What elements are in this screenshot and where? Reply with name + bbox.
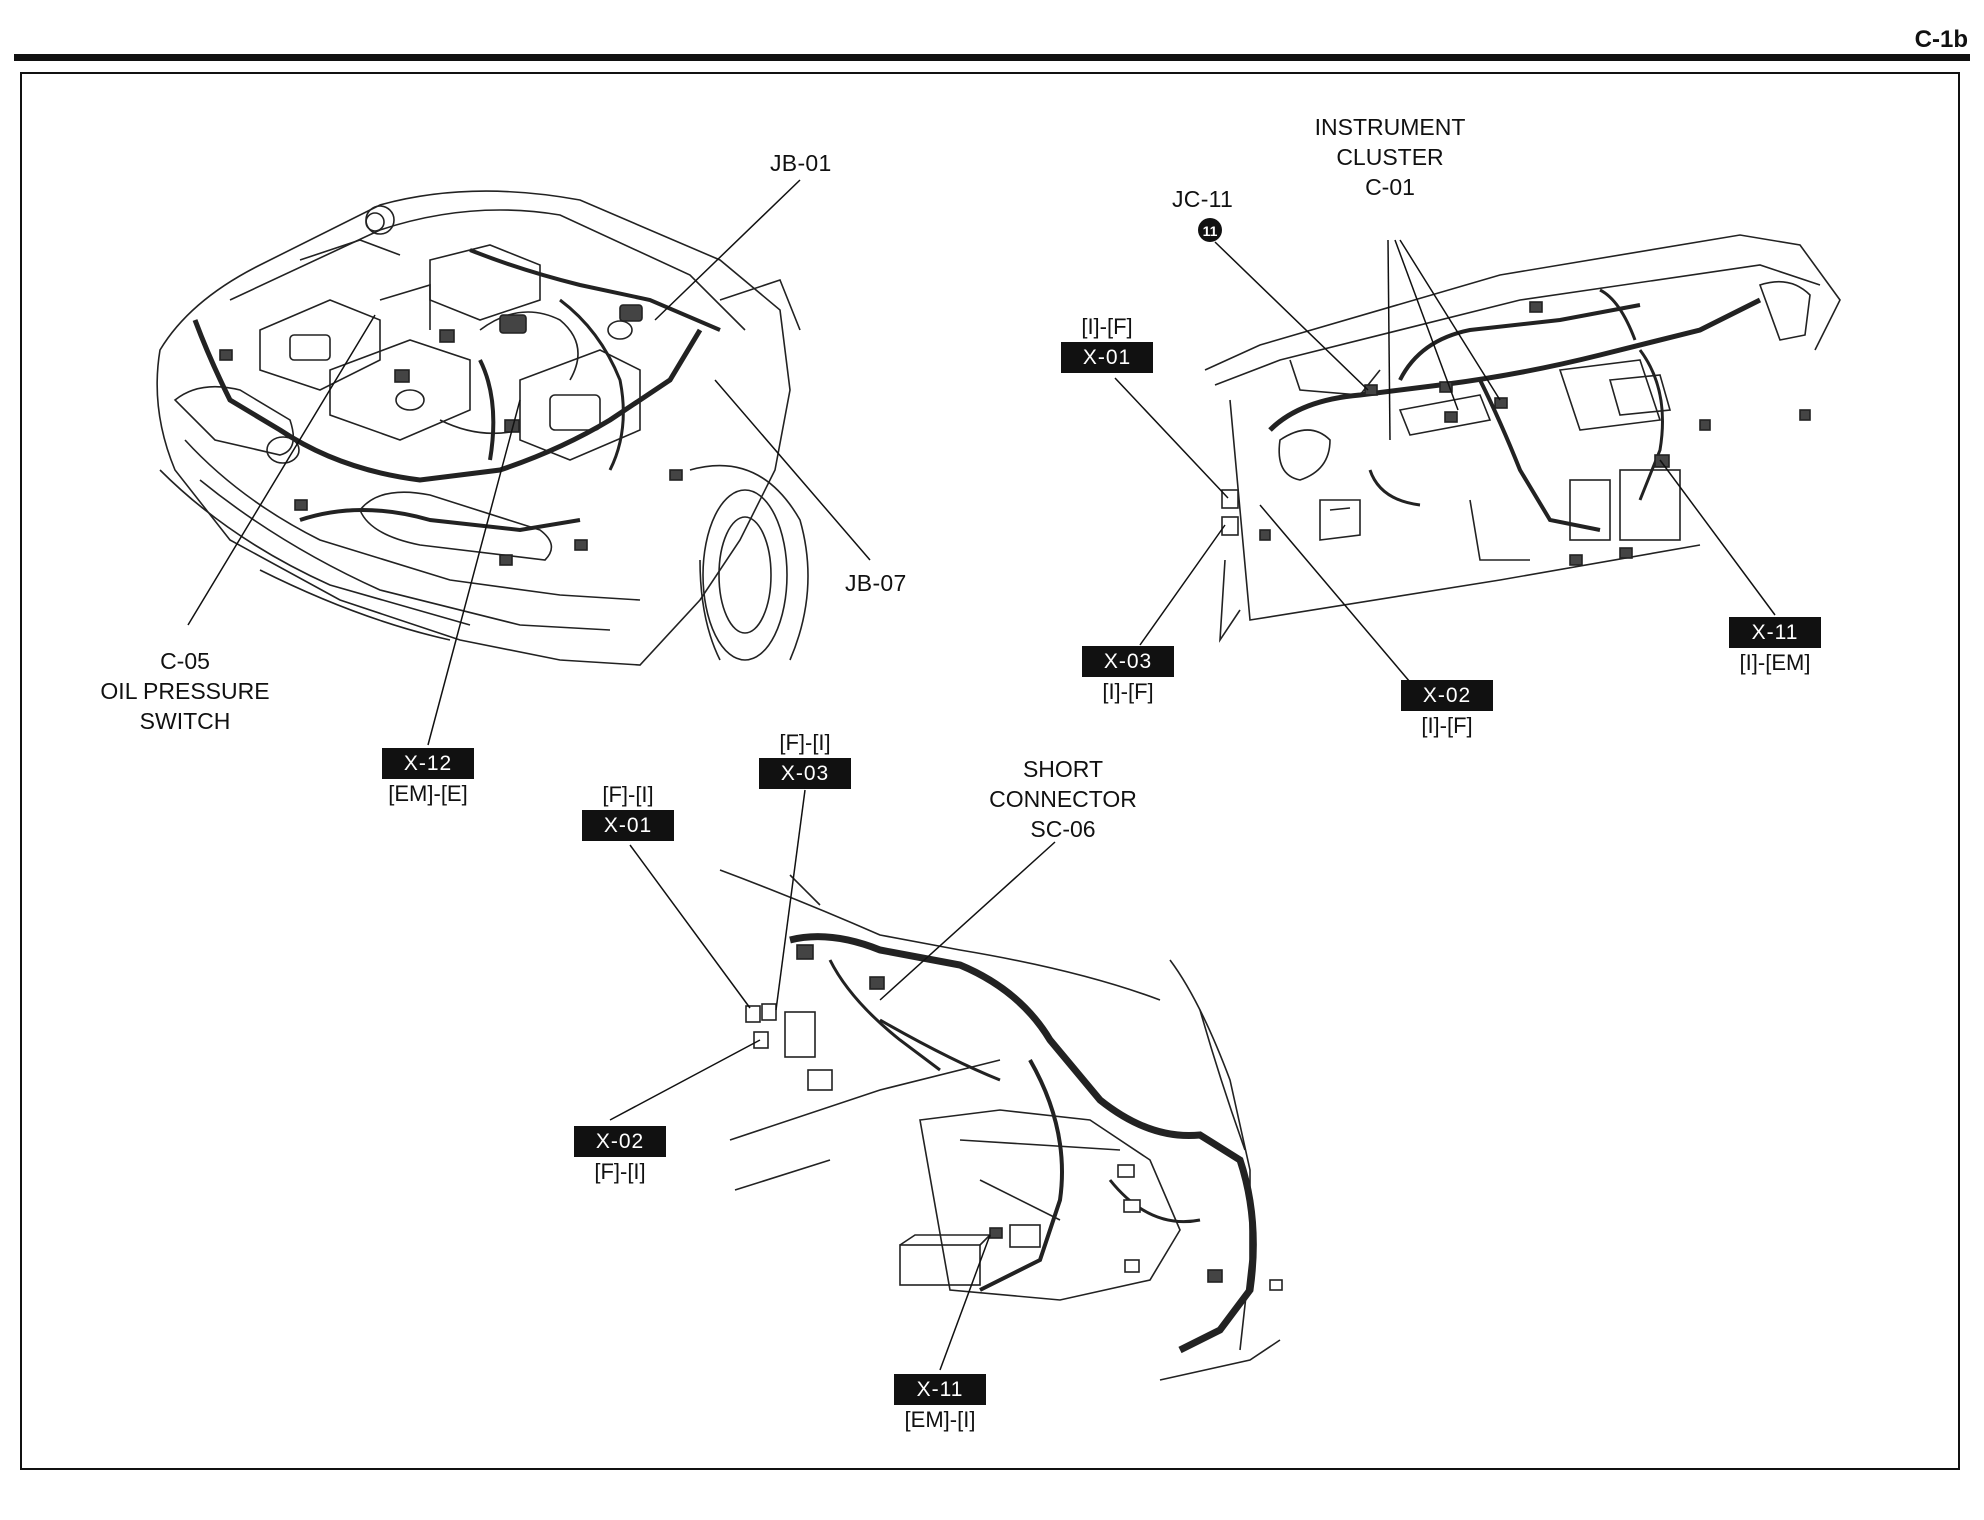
floor-x03-tag: X-03 <box>759 758 851 789</box>
label-dash-x01: [I]-[F] X-01 <box>1052 312 1162 373</box>
label-short-connector: SHORT CONNECTOR SC-06 <box>978 754 1148 844</box>
label-floor-x02: X-02 [F]-[I] <box>570 1126 670 1187</box>
dash-x03-tag: X-03 <box>1082 646 1174 677</box>
label-floor-x03: [F]-[I] X-03 <box>755 728 855 789</box>
x12-sub: [EM]-[E] <box>388 781 468 806</box>
floor-x02-sub: [F]-[I] <box>594 1159 646 1184</box>
label-dash-x03: X-03 [I]-[F] <box>1073 646 1183 707</box>
floor-x01-tag: X-01 <box>582 810 674 841</box>
floor-x02-tag: X-02 <box>574 1126 666 1157</box>
floor-x11-tag: X-11 <box>894 1374 986 1405</box>
c05-line2: SWITCH <box>139 708 231 734</box>
label-dash-x11: X-11 [I]-[EM] <box>1715 617 1835 678</box>
floor-x01-sub: [F]-[I] <box>602 782 654 807</box>
short-line2: CONNECTOR <box>989 786 1137 812</box>
leader-lines <box>187 179 1776 1371</box>
engine-bay-illustration <box>156 190 809 666</box>
short-line1: SHORT <box>1022 756 1104 782</box>
label-jb07: JB-07 <box>845 570 907 596</box>
floor-x03-sub: [F]-[I] <box>779 730 831 755</box>
page-id: C-1b <box>1914 26 1968 53</box>
label-dash-x02: X-02 [I]-[F] <box>1392 680 1502 741</box>
instrument-line1: INSTRUMENT <box>1314 114 1466 140</box>
label-jc11: JC-11 <box>1172 186 1234 212</box>
short-code: SC-06 <box>1030 816 1096 842</box>
header-rule <box>14 54 1970 61</box>
x12-tag: X-12 <box>382 748 474 779</box>
diagram-frame <box>20 72 1960 1470</box>
instrument-code: C-01 <box>1365 174 1415 200</box>
c05-code: C-05 <box>160 648 210 674</box>
label-jb01: JB-01 <box>770 150 832 176</box>
label-x12: X-12 [EM]-[E] <box>368 748 488 809</box>
floor-harness-illustration <box>719 869 1283 1381</box>
jc11-marker-icon <box>1198 218 1222 242</box>
label-floor-x11: X-11 [EM]-[I] <box>885 1374 995 1435</box>
instrument-line2: CLUSTER <box>1336 144 1444 170</box>
label-floor-x01: [F]-[I] X-01 <box>578 780 678 841</box>
dash-x11-tag: X-11 <box>1729 617 1821 648</box>
dash-x02-sub: [I]-[F] <box>1421 713 1473 738</box>
instrument-panel-illustration <box>1204 234 1841 643</box>
label-instrument-cluster: INSTRUMENT CLUSTER C-01 <box>1300 112 1480 202</box>
dash-x02-tag: X-02 <box>1401 680 1493 711</box>
dash-x01-sub: [I]-[F] <box>1081 314 1133 339</box>
c05-line1: OIL PRESSURE <box>100 678 270 704</box>
dash-x03-sub: [I]-[F] <box>1102 679 1154 704</box>
dash-x01-tag: X-01 <box>1061 342 1153 373</box>
jc11-marker-number: 11 <box>1203 223 1218 239</box>
dash-x11-sub: [I]-[EM] <box>1739 650 1811 675</box>
label-c05-oil-pressure-switch: C-05 OIL PRESSURE SWITCH <box>90 646 280 736</box>
floor-x11-sub: [EM]-[I] <box>904 1407 976 1432</box>
